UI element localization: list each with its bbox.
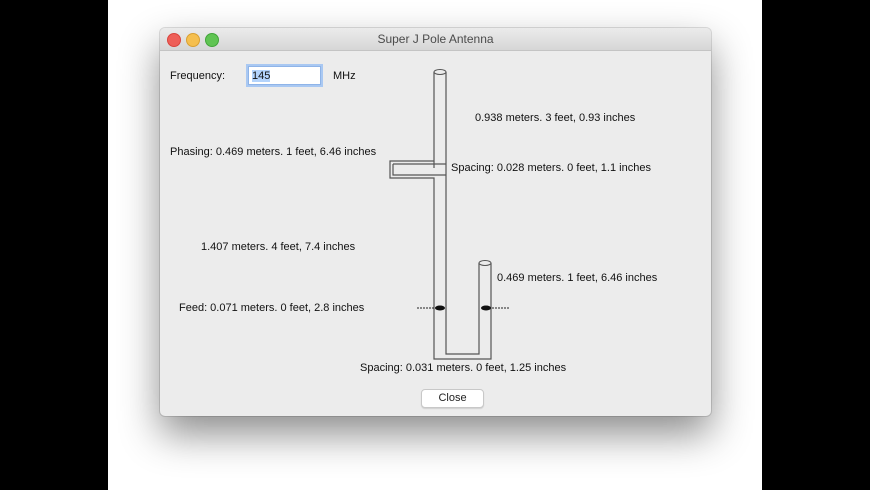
phasing-spacing: Spacing: 0.028 meters. 0 feet, 1.1 inche… [451, 162, 651, 174]
phasing-length: Phasing: 0.469 meters. 1 feet, 6.46 inch… [170, 146, 377, 158]
stub-tube-cap [478, 260, 492, 266]
top-tube-cap [433, 69, 447, 75]
minimize-window-button[interactable] [186, 33, 200, 47]
close-window-button[interactable] [167, 33, 181, 47]
title-bar[interactable]: Super J Pole Antenna [160, 28, 711, 51]
close-button[interactable]: Close [421, 389, 484, 408]
top-section-length: 0.938 meters. 3 feet, 0.93 inches [475, 112, 636, 124]
antenna-outline [389, 72, 492, 360]
zoom-window-button[interactable] [205, 33, 219, 47]
frequency-unit: MHz [333, 70, 356, 82]
window-title: Super J Pole Antenna [377, 32, 494, 46]
frequency-value: 145 [252, 70, 271, 82]
j-pole-diagram [389, 69, 510, 360]
stub-length: 0.469 meters. 1 feet, 6.46 inches [497, 272, 658, 284]
frequency-input[interactable]: 145 [248, 66, 321, 85]
bottom-spacing: Spacing: 0.031 meters. 0 feet, 1.25 inch… [360, 362, 567, 374]
frequency-label: Frequency: [170, 70, 226, 82]
main-section-length: 1.407 meters. 4 feet, 7.4 inches [201, 241, 356, 253]
feed-position: Feed: 0.071 meters. 0 feet, 2.8 inches [179, 302, 365, 314]
feed-points [417, 305, 510, 311]
antenna-window: Super J Pole Antenna Frequency: 145 MHz … [160, 28, 711, 416]
